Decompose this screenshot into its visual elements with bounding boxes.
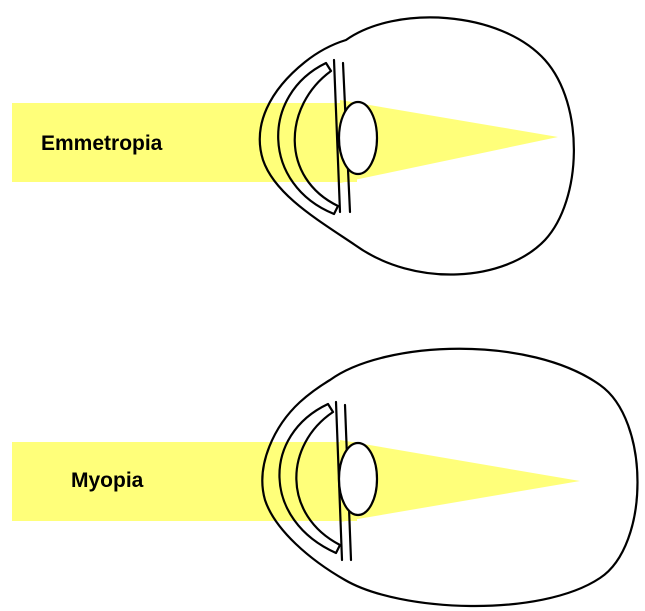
myopia-incoming-light-beam — [12, 442, 357, 521]
myopia-lens — [339, 443, 377, 515]
emmetropia-diagram: Emmetropia — [12, 17, 574, 274]
emmetropia-lens — [339, 102, 377, 174]
myopia-label: Myopia — [71, 469, 144, 492]
myopia-diagram: Myopia — [12, 349, 638, 606]
emmetropia-label: Emmetropia — [41, 132, 163, 155]
